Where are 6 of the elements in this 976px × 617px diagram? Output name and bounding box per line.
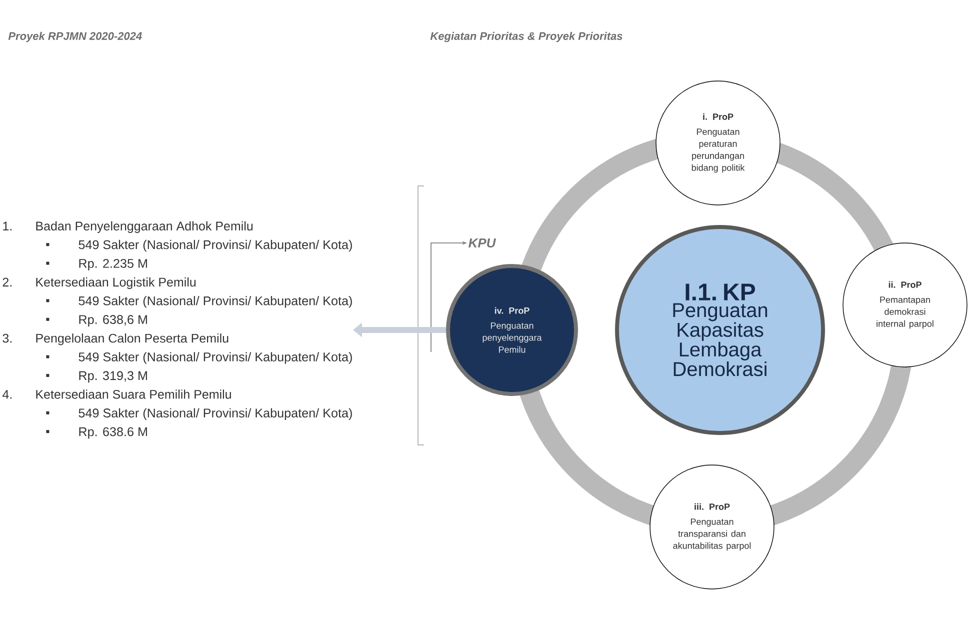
project-list: 1. Badan Penyelenggaraan Adhok Pemilu 549 Sakter (Nasional/ Provinsi/ Kabupaten/ Kota) Rp. 2.235 M 2. Ketersediaan Logistik Pemilu 549 Sakter (Nasional/ Provinsi/ Kabupaten/ Kota) Rp. 638,6 M 3. Pengelolaan Calon Peserta Pemilu 549 Sakter (Nasional/ Provinsi/ Kabupaten/ Kota) Rp. 319,3 M 4. Ketersediaan Suara Pemilih Pemilu 549 Sakter (Nasional/ Provinsi/ Kabupaten/ Kota) Rp. 638.6 M	[2, 221, 352, 439]
agency-label: KPU	[468, 238, 496, 248]
node-label: ii. ProP	[888, 281, 922, 288]
node-label: Pemantapan demokrasi internal parpol	[876, 296, 934, 329]
section-heading: Proyek RPJMN 2020-2024	[8, 32, 142, 42]
section-heading: Kegiatan Prioritas & Proyek Prioritas	[430, 32, 622, 42]
